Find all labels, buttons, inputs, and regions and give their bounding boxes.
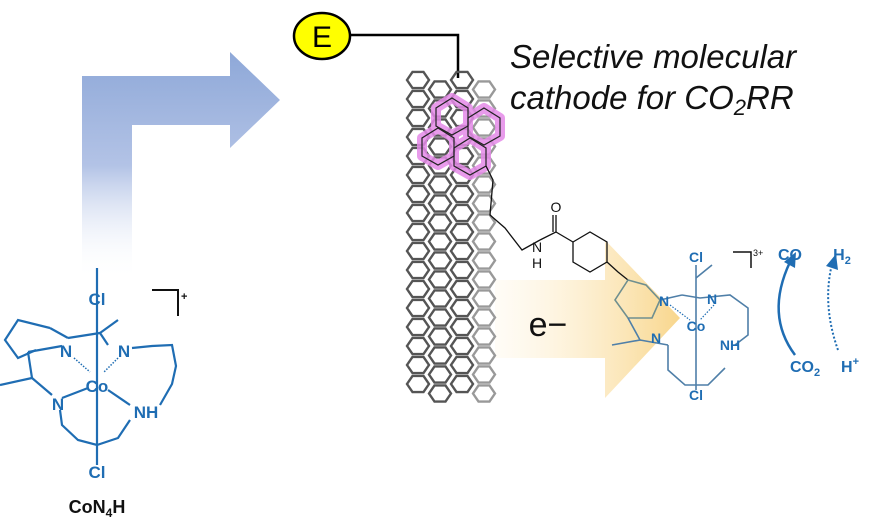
charge-bracket <box>152 289 179 316</box>
co2-to-co-arrow <box>777 261 797 356</box>
nanotube-hexagon <box>471 289 497 308</box>
electrode-wire <box>350 33 460 78</box>
linker-hydrogen: H <box>532 255 542 271</box>
nanotube-hexagon <box>405 317 431 337</box>
nanotube-hexagon <box>405 184 431 204</box>
atom-nh: NH <box>134 403 159 422</box>
nanotube-hexagon <box>449 260 475 280</box>
charge-label: 3+ <box>753 248 763 258</box>
title-line-1: Selective molecular <box>510 38 797 75</box>
nanotube-hexagon <box>449 70 475 90</box>
nanotube-hexagon <box>427 232 453 251</box>
atom-n: N <box>707 291 717 307</box>
nanotube-hexagon <box>471 118 497 137</box>
electron-label: e− <box>529 306 568 344</box>
product-h2: H2 <box>833 247 851 267</box>
complex-name-label: CoN4H <box>69 497 126 520</box>
nanotube-hexagon <box>471 232 497 251</box>
linker-oxygen: O <box>551 199 562 215</box>
h-to-h2-arrow <box>827 263 839 351</box>
nanotube-hexagon <box>427 194 453 213</box>
atom-n: N <box>60 342 72 361</box>
nanotube-hexagon <box>449 222 475 242</box>
nanotube-hexagon <box>449 374 475 394</box>
nanotube-hexagon <box>405 260 431 280</box>
nanotube-hexagon <box>427 175 453 194</box>
nanotube-hexagon <box>405 222 431 242</box>
reactant-h-plus: H+ <box>841 356 859 376</box>
nanotube-hexagon <box>471 194 497 213</box>
atom-cl-bottom: Cl <box>689 387 703 403</box>
nanotube-hexagon <box>427 213 453 232</box>
atom-nh: NH <box>720 337 740 353</box>
atom-cl-bottom: Cl <box>89 463 106 482</box>
title-line-2: cathode for CO2RR <box>510 79 794 120</box>
atom-n: N <box>118 342 130 361</box>
nanotube-hexagon <box>405 374 431 394</box>
nanotube-hexagon <box>427 289 453 308</box>
nanotube-hexagon <box>471 346 497 365</box>
nanotube-hexagon <box>449 184 475 204</box>
nanotube-hexagon <box>427 251 453 270</box>
nanotube-hexagon <box>427 270 453 289</box>
electrode-label: E <box>312 21 332 54</box>
nanotube-hexagon <box>449 279 475 299</box>
nanotube-hexagon <box>427 384 453 403</box>
nanotube-hexagon <box>427 308 453 327</box>
electrode-node: E <box>292 11 352 61</box>
nanotube-hexagon <box>449 241 475 261</box>
nanotube-hexagon <box>471 365 497 384</box>
nanotube-hexagon <box>471 80 497 99</box>
nanotube-hexagon <box>405 279 431 299</box>
nanotube-hexagon <box>471 270 497 289</box>
nanotube-hexagon <box>405 108 431 128</box>
reaction-scheme: CO H2 CO2 H+ <box>777 247 859 379</box>
atom-n: N <box>659 293 669 309</box>
linker-nitrogen: N <box>532 239 542 255</box>
nanotube-hexagon <box>449 336 475 356</box>
nanotube-hexagon <box>405 70 431 90</box>
nanotube-hexagon <box>449 165 475 185</box>
nanotube-hexagon <box>427 137 453 156</box>
nanotube-hexagon <box>405 203 431 223</box>
right-cobalt-complex: Cl N N Co N NH Cl 3+ <box>611 248 763 403</box>
nanotube-hexagon <box>427 327 453 346</box>
nanotube-hexagon <box>471 327 497 346</box>
electron-transfer-arrow <box>495 240 680 398</box>
linker-chain <box>485 165 629 281</box>
charge-label: + <box>181 291 187 303</box>
atom-co: Co <box>86 377 109 396</box>
nanotube-hexagon <box>427 365 453 384</box>
nanotube-hexagon <box>405 165 431 185</box>
left-cobalt-complex: Cl N N Co N NH Cl + CoN4H <box>0 268 187 520</box>
nanotube-hexagon <box>449 203 475 223</box>
nanotube-hexagon <box>405 336 431 356</box>
charge-bracket <box>733 251 752 268</box>
pyrene-anchor <box>417 93 505 180</box>
nanotube-hexagon <box>427 346 453 365</box>
nanotube-hexagon <box>449 298 475 318</box>
product-co: CO <box>778 247 802 264</box>
diagram-title: Selective molecular cathode for CO2RR <box>510 36 796 128</box>
nanotube-hexagon <box>405 89 431 109</box>
nanotube-hexagon <box>471 308 497 327</box>
nanotube-hexagon <box>405 241 431 261</box>
nanotube-hexagon <box>405 298 431 318</box>
atom-n: N <box>651 330 661 346</box>
process-arrow-blue <box>82 52 280 280</box>
nanotube-hexagon <box>471 384 497 403</box>
nanotube-hexagon <box>471 175 497 194</box>
carbon-nanotube <box>405 70 497 403</box>
nanotube-hexagon <box>405 355 431 375</box>
nanotube-hexagon <box>449 355 475 375</box>
nanotube-hexagon <box>449 317 475 337</box>
atom-n: N <box>52 395 64 414</box>
nanotube-hexagon <box>471 251 497 270</box>
atom-co: Co <box>687 318 706 334</box>
reactant-co2: CO2 <box>790 359 820 379</box>
atom-cl-top: Cl <box>89 290 106 309</box>
atom-cl-top: Cl <box>689 249 703 265</box>
